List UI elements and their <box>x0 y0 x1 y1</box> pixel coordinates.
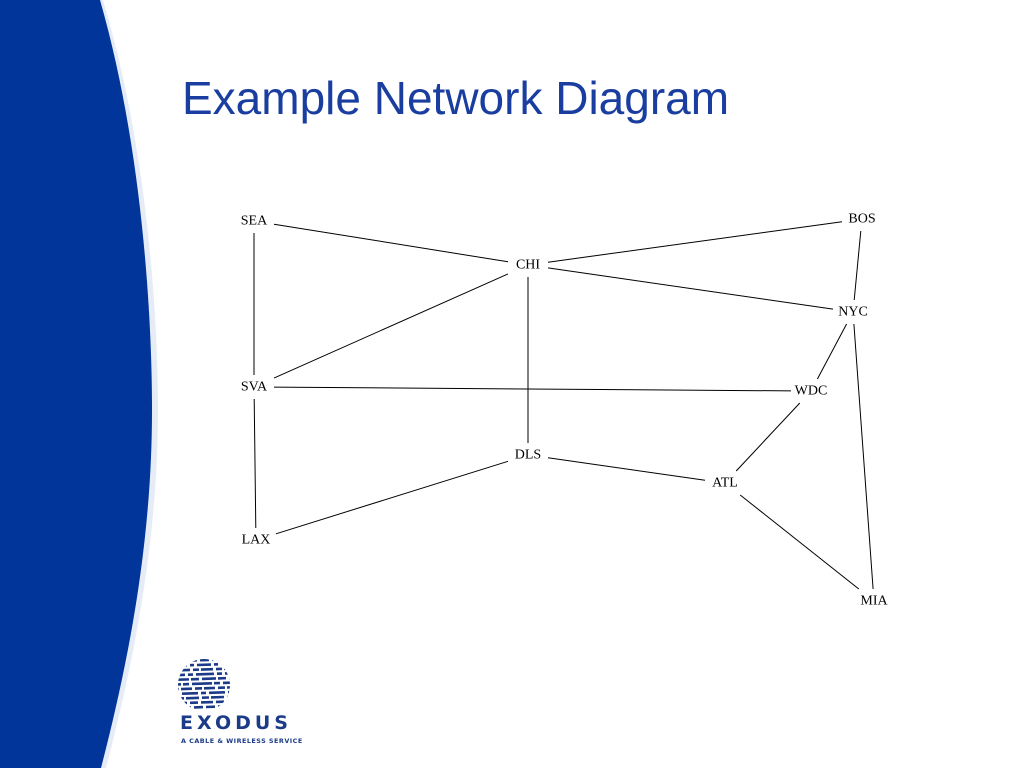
edge-nyc-mia <box>853 323 874 590</box>
node-sva: SVA <box>241 380 268 395</box>
exodus-globe-logo-icon <box>178 659 230 710</box>
edge-atl-mia <box>739 494 860 590</box>
slide-title: Example Network Diagram <box>182 72 730 124</box>
diagram-node-labels: SEA CHI BOS NYC SVA WDC DLS ATL LAX MIA <box>241 212 889 609</box>
edge-chi-nyc <box>547 267 834 310</box>
globe-stripes <box>178 659 230 710</box>
edge-chi-sva <box>273 273 509 379</box>
edge-sea-chi <box>273 223 509 263</box>
edge-dls-lax <box>275 460 509 535</box>
node-nyc: NYC <box>838 305 868 320</box>
node-dls: DLS <box>515 448 541 463</box>
node-sea: SEA <box>241 214 268 229</box>
edge-sva-lax <box>253 398 257 529</box>
node-atl: ATL <box>712 476 738 491</box>
node-lax: LAX <box>242 533 271 548</box>
edge-bos-nyc <box>853 230 862 301</box>
node-chi: CHI <box>516 258 540 273</box>
edge-chi-bos <box>547 221 843 263</box>
logo-tagline: A CABLE & WIRELESS SERVICE <box>181 737 303 745</box>
edge-dls-atl <box>547 457 706 481</box>
edge-wdc-atl <box>735 402 801 472</box>
side-band-fill <box>0 0 152 768</box>
node-mia: MIA <box>860 594 888 609</box>
edge-sva-wdc <box>273 386 792 392</box>
node-wdc: WDC <box>795 384 828 399</box>
edge-nyc-wdc <box>816 323 848 380</box>
node-bos: BOS <box>848 212 875 227</box>
diagram-edges <box>253 221 874 590</box>
logo-wordmark: EXODUS <box>180 712 292 734</box>
